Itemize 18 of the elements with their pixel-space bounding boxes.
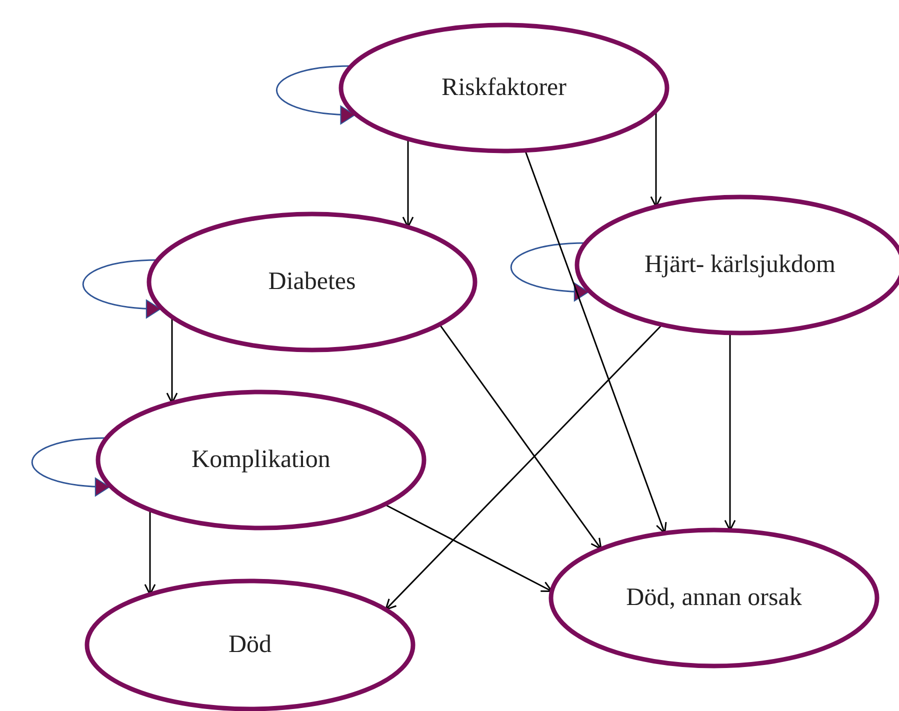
node-label: Död, annan orsak xyxy=(626,582,802,613)
arrow xyxy=(650,110,662,208)
loop-arrow xyxy=(510,242,589,301)
arrow xyxy=(384,504,553,592)
arrow xyxy=(166,316,178,404)
node-label: Komplikation xyxy=(192,444,330,475)
arrow xyxy=(144,510,156,596)
node-label: Hjärt- kärlsjukdom xyxy=(644,250,836,280)
loop-arrow xyxy=(31,437,110,496)
loop-arrow xyxy=(276,65,356,124)
arrow xyxy=(438,324,602,550)
arrow xyxy=(384,324,663,610)
node-label: Riskfaktorer xyxy=(442,72,566,103)
node-label: Död xyxy=(228,630,272,660)
node-label: Diabetes xyxy=(268,266,356,297)
loop-arrow xyxy=(82,259,161,318)
arrow xyxy=(402,138,414,228)
arrow xyxy=(524,150,667,534)
